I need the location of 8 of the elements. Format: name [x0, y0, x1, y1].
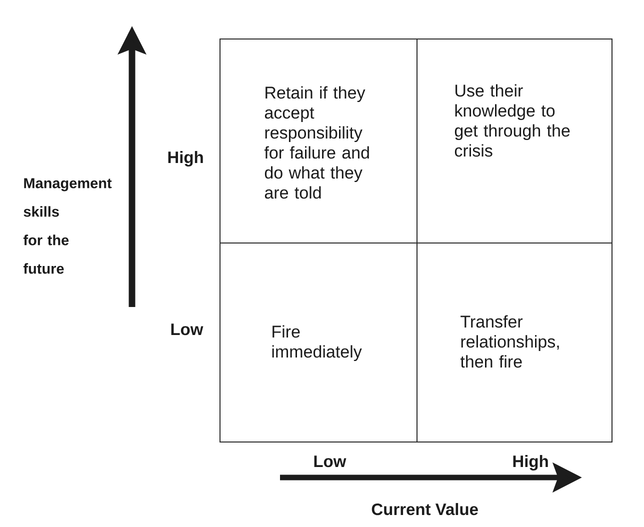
- quadrant-box: Fire immediately: [220, 242, 418, 442]
- quadrant-box: Transfer relationships, then fire: [416, 242, 612, 442]
- quadrant-box: Use their knowledge to get through the crisis: [416, 38, 612, 244]
- axis-title: Current Value: [372, 503, 478, 516]
- quadrant-box: Retain if they accept responsibility for failure and do what they are told: [220, 38, 418, 244]
- scale-label: High: [168, 151, 203, 166]
- axis-title: Management skills for the future: [23, 178, 112, 274]
- scale-label: Low: [171, 324, 204, 336]
